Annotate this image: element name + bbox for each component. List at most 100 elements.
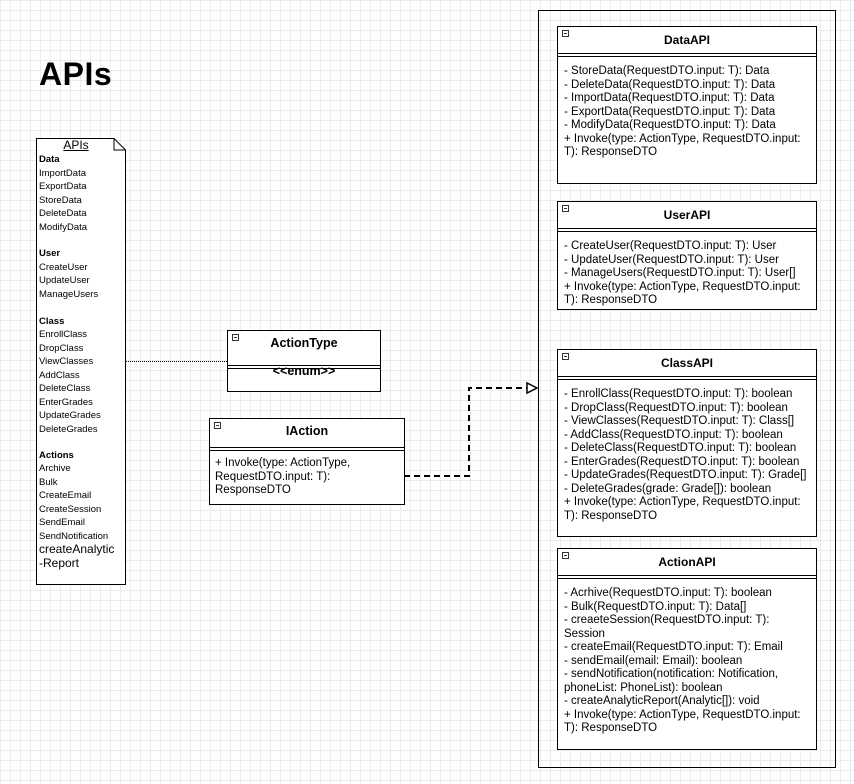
method: - Bulk(RequestDTO.input: T): Data[] — [564, 600, 747, 613]
note-item: DropClass — [39, 343, 84, 354]
class-name: ClassAPI — [660, 356, 714, 370]
method: - AddClass(RequestDTO.input: T): boolean — [564, 428, 783, 441]
class-separator — [228, 365, 380, 366]
note-item: ManageUsers — [39, 289, 99, 300]
collapse-icon[interactable] — [232, 334, 239, 341]
method: ResponseDTO — [215, 484, 291, 496]
method: - DeleteGrades(grade: Grade[]): boolean — [564, 482, 772, 495]
collapse-icon[interactable] — [562, 353, 569, 360]
note-heading-data: Data — [39, 154, 60, 165]
class-methods: - StoreData(RequestDTO.input: T): Data -… — [564, 65, 812, 160]
method: - EnterGrades(RequestDTO.input: T): bool… — [564, 455, 800, 468]
note-item: CreateEmail — [39, 490, 92, 501]
method: - Acrhive(RequestDTO.input: T): boolean — [564, 587, 772, 599]
note-item-large: createAnalytic — [39, 542, 115, 556]
method: + Invoke(type: ActionType, RequestDTO.in… — [564, 280, 801, 293]
note-heading-user: User — [39, 248, 61, 259]
class-methods: - CreateUser(RequestDTO.input: T): User … — [564, 240, 812, 308]
actiontype-class[interactable]: ActionType <<enum>> — [227, 330, 381, 392]
note-item: DeleteClass — [39, 383, 91, 394]
class-methods: + Invoke(type: ActionType, RequestDTO.in… — [215, 457, 400, 498]
class-name: ActionType — [270, 336, 338, 350]
class-separator — [558, 56, 816, 57]
dataapi-class[interactable]: DataAPI - StoreData(RequestDTO.input: T)… — [557, 26, 817, 184]
actionapi-class[interactable]: ActionAPI - Acrhive(RequestDTO.input: T)… — [557, 548, 817, 750]
note-item: Bulk — [39, 477, 58, 488]
class-separator — [558, 53, 816, 54]
method: - EnrollClass(RequestDTO.input: T): bool… — [564, 388, 793, 400]
method: - sendEmail(email: Email): boolean — [564, 654, 743, 667]
note-item: EnterGrades — [39, 397, 93, 408]
class-methods: - EnrollClass(RequestDTO.input: T): bool… — [564, 388, 812, 523]
method: - DeleteData(RequestDTO.input: T): Data — [564, 78, 776, 91]
method: T): ResponseDTO — [564, 509, 658, 522]
note-item: EnrollClass — [39, 329, 88, 340]
class-name: UserAPI — [663, 208, 711, 222]
note-item: ImportData — [39, 168, 86, 179]
note-item: ExportData — [39, 181, 87, 192]
page-title: APIs — [39, 56, 113, 92]
method: - ExportData(RequestDTO.input: T): Data — [564, 105, 776, 118]
class-separator — [558, 578, 816, 579]
iaction-class[interactable]: IAction + Invoke(type: ActionType, Reque… — [209, 418, 405, 505]
class-separator — [558, 575, 816, 576]
note-item: UpdateGrades — [39, 410, 101, 421]
note-item: CreateSession — [39, 504, 102, 515]
method: + Invoke(type: ActionType, RequestDTO.in… — [564, 708, 801, 721]
method: T): ResponseDTO — [564, 722, 658, 734]
class-separator — [558, 231, 816, 232]
collapse-icon[interactable] — [562, 552, 569, 559]
note-item: UpdateUser — [39, 275, 90, 286]
apis-note[interactable]: APIs Data ImportData ExportData StoreDat… — [36, 138, 126, 585]
method: - creaeteSession(RequestDTO.input: T): — [564, 614, 770, 626]
method: - createEmail(RequestDTO.input: T): Emai… — [564, 641, 783, 653]
method: - createAnalyticReport(Analytic[]): void — [564, 695, 760, 707]
note-item-large: -Report — [39, 556, 80, 570]
api-container — [538, 10, 836, 768]
note-item: SendNotification — [39, 531, 109, 542]
method: phoneList: PhoneList): boolean — [564, 681, 723, 694]
note-item: SendEmail — [39, 517, 85, 528]
method: Session — [564, 627, 605, 640]
method: - UpdateGrades(RequestDTO.input: T): Gra… — [564, 469, 807, 481]
collapse-icon[interactable] — [562, 30, 569, 37]
realization-connector — [404, 387, 532, 477]
method: - ModifyData(RequestDTO.input: T): Data — [564, 119, 776, 131]
method: + Invoke(type: ActionType, RequestDTO.in… — [564, 132, 801, 145]
method: - ViewClasses(RequestDTO.input: T): Clas… — [564, 415, 795, 427]
classapi-class[interactable]: ClassAPI - EnrollClass(RequestDTO.input:… — [557, 349, 817, 537]
realization-arrowhead — [526, 381, 539, 395]
note-item: AddClass — [39, 370, 80, 381]
class-stereotype: <<enum>> — [272, 364, 336, 378]
note-shape — [36, 138, 126, 585]
note-item: StoreData — [39, 195, 82, 206]
note-item: DeleteData — [39, 208, 87, 219]
method: + Invoke(type: ActionType, — [215, 457, 351, 469]
note-item: ModifyData — [39, 222, 88, 233]
class-separator — [210, 450, 404, 451]
method: + Invoke(type: ActionType, RequestDTO.in… — [564, 496, 801, 508]
userapi-class[interactable]: UserAPI - CreateUser(RequestDTO.input: T… — [557, 201, 817, 310]
method: - ImportData(RequestDTO.input: T): Data — [564, 92, 775, 104]
method: - UpdateUser(RequestDTO.input: T): User — [564, 253, 779, 266]
method: T): ResponseDTO — [564, 146, 658, 158]
class-separator — [558, 379, 816, 380]
note-title: APIs — [63, 138, 89, 152]
method: RequestDTO.input: T): — [215, 470, 331, 483]
class-name: ActionAPI — [658, 555, 716, 569]
note-heading-actions: Actions — [39, 450, 74, 461]
collapse-icon[interactable] — [562, 205, 569, 212]
method: - CreateUser(RequestDTO.input: T): User — [564, 240, 777, 252]
method: - DropClass(RequestDTO.input: T): boolea… — [564, 401, 788, 414]
class-separator — [558, 228, 816, 229]
class-separator — [558, 376, 816, 377]
note-item: DeleteGrades — [39, 424, 98, 435]
note-item: ViewClasses — [39, 356, 94, 367]
method: T): ResponseDTO — [564, 294, 658, 306]
collapse-icon[interactable] — [214, 422, 221, 429]
class-name: DataAPI — [663, 33, 710, 47]
note-item: CreateUser — [39, 262, 88, 273]
note-item: Archive — [39, 463, 71, 474]
note-heading-class: Class — [39, 316, 65, 327]
